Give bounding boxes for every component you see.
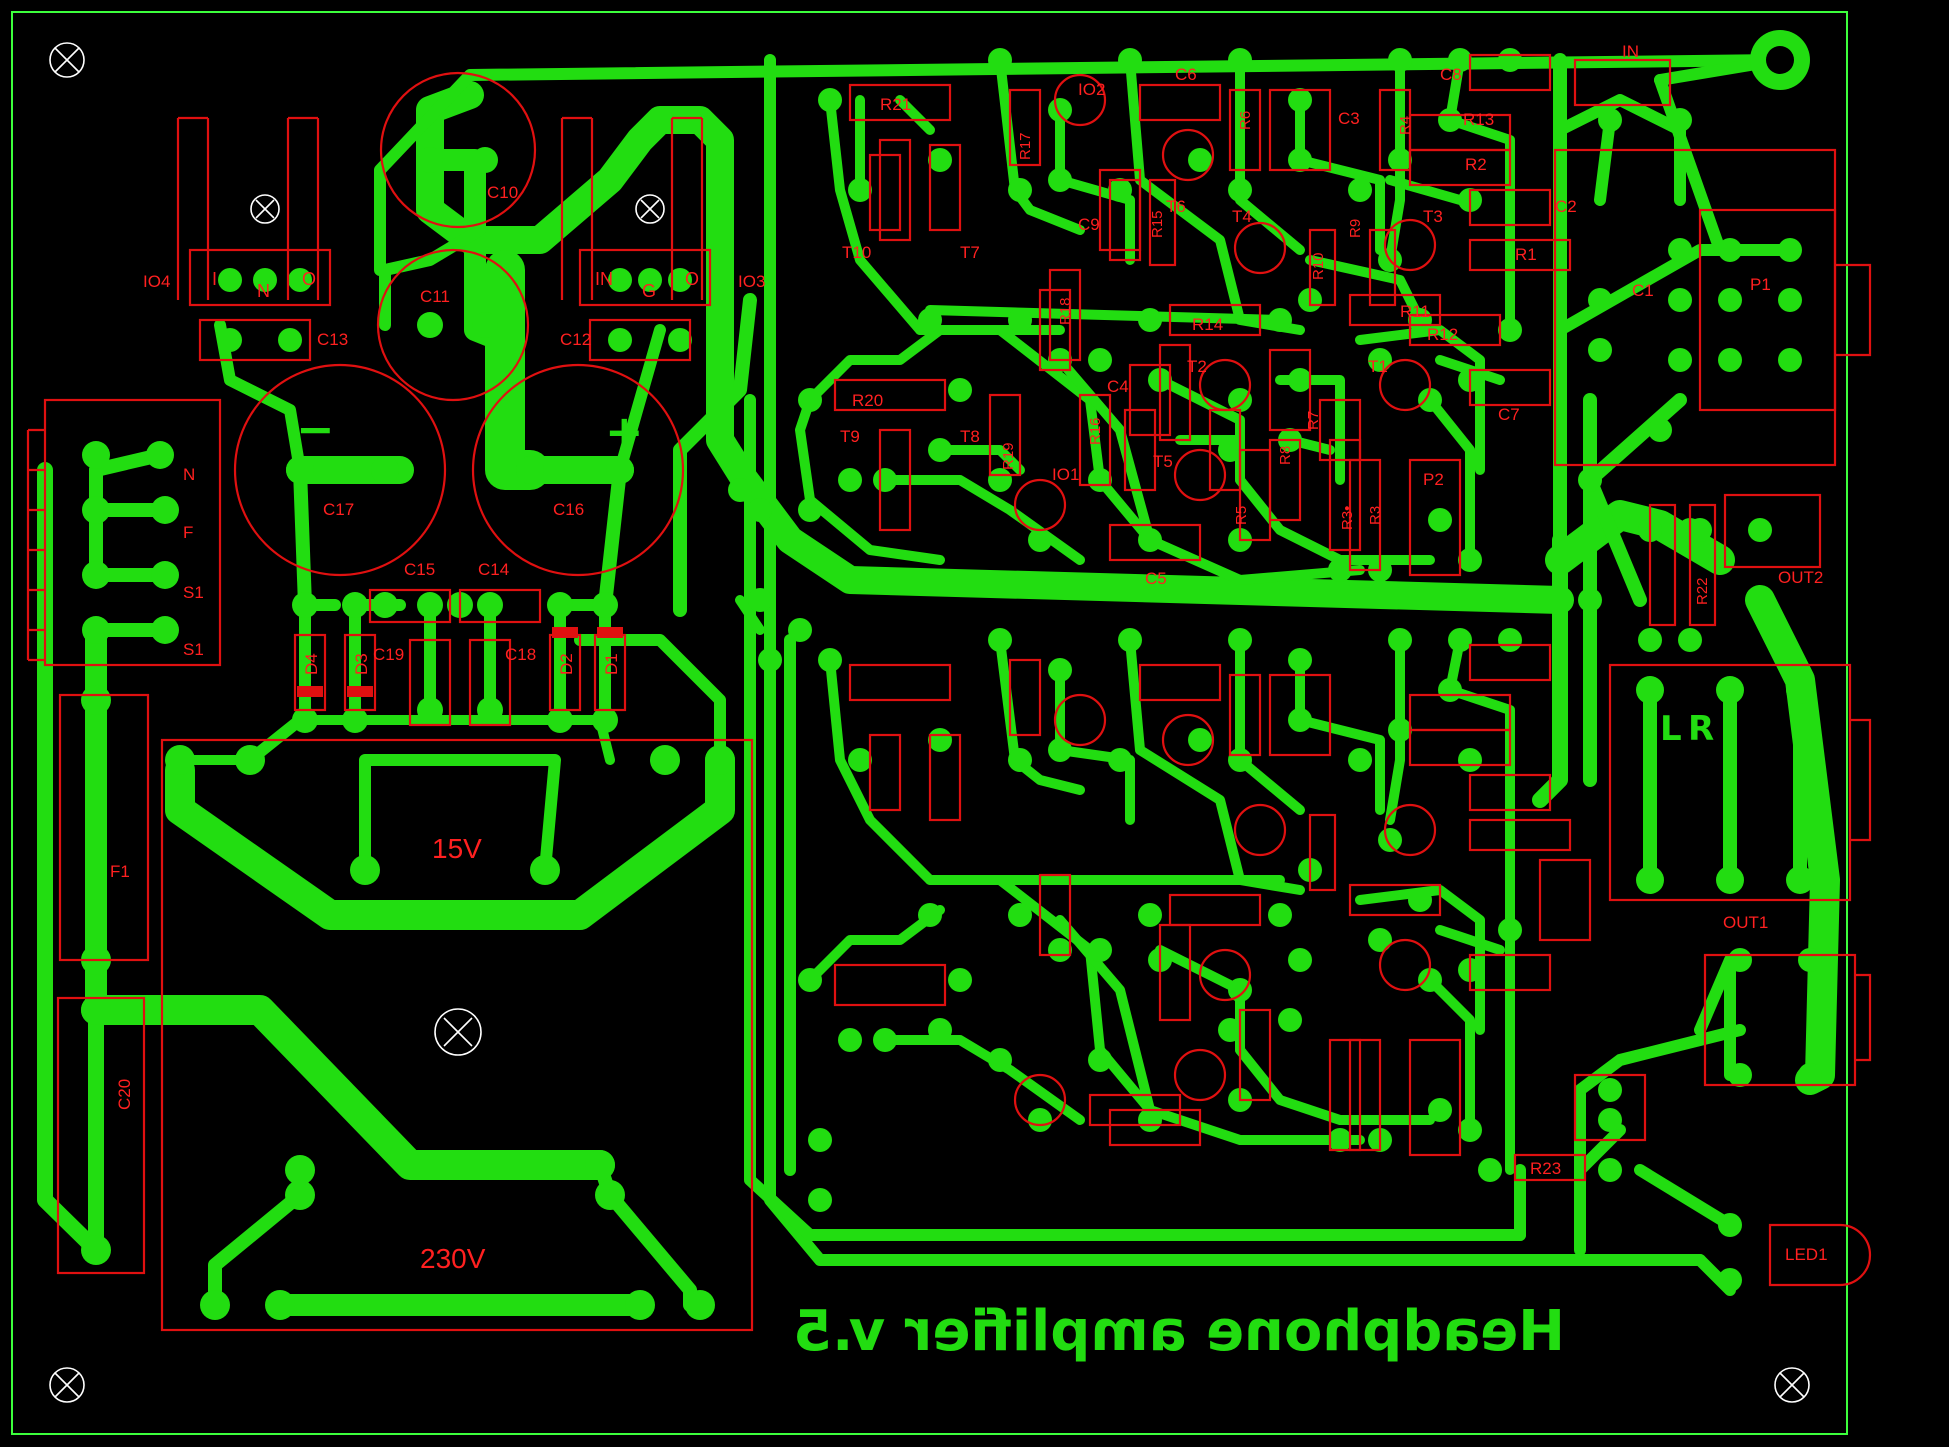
label-r8: R8 <box>1277 446 1294 465</box>
transformer-primary-label: 230V <box>420 1243 486 1274</box>
label-t1: T1 <box>1368 357 1388 376</box>
label-io1: IO1 <box>1052 465 1079 484</box>
p2-label: P2 <box>1423 470 1444 489</box>
mains-pin-s1b: S1 <box>183 640 204 659</box>
label-c9: C9 <box>1078 215 1100 234</box>
out-right-label: R <box>1688 709 1714 749</box>
label-r15: R15 <box>1149 210 1166 238</box>
label-r3b: R3• <box>1339 506 1356 530</box>
label-c4: C4 <box>1107 377 1129 396</box>
c16-label: C16 <box>553 500 584 519</box>
label-t5: T5 <box>1153 452 1173 471</box>
mains-pin-n: N <box>183 465 195 484</box>
io3-pin-g: G <box>642 281 656 301</box>
out1-label: OUT1 <box>1723 913 1768 932</box>
label-r3: R3 <box>1367 506 1384 525</box>
label-c8: C8 <box>1440 65 1462 84</box>
led-label: LED1 <box>1785 1245 1828 1264</box>
out2-label: OUT2 <box>1778 568 1823 587</box>
label-r9: R9 <box>1347 219 1364 238</box>
label-t8: T8 <box>960 427 980 446</box>
c10-label: C10 <box>487 183 518 202</box>
io4-pin-o: O <box>302 269 316 289</box>
d1-label: D1 <box>602 653 621 675</box>
d4-label: D4 <box>302 653 321 675</box>
c17-minus-sign: − <box>296 402 335 456</box>
label-t7: T7 <box>960 243 980 262</box>
label-r2: R2 <box>1465 155 1487 174</box>
label-r1: R1 <box>1515 245 1537 264</box>
diode-marks <box>297 627 623 697</box>
label-t6: T6 <box>1166 197 1186 216</box>
label-c5: C5 <box>1145 569 1167 588</box>
d2-label: D2 <box>557 653 576 675</box>
c11-label: C11 <box>420 287 450 306</box>
label-r7: R7 <box>1305 411 1322 430</box>
d3-label: D3 <box>352 653 371 675</box>
out-left-label: L <box>1660 709 1682 749</box>
c19-label: C19 <box>373 645 404 664</box>
transformer-secondary-label: 15V <box>432 833 482 864</box>
label-r14: R14 <box>1192 315 1223 334</box>
board-title: Headphone amplifier v.5 <box>793 1299 1565 1364</box>
c17-label: C17 <box>323 500 354 519</box>
label-c3: C3 <box>1338 109 1360 128</box>
in-label: IN <box>1622 42 1639 61</box>
label-r23: R23 <box>1530 1159 1561 1178</box>
label-t2: T2 <box>1187 357 1207 376</box>
io3-label: IO3 <box>738 272 765 291</box>
label-io2: IO2 <box>1078 80 1105 99</box>
label-r5: R5 <box>1233 506 1250 525</box>
power-traces <box>37 53 1840 1316</box>
c15-label: C15 <box>404 560 435 579</box>
io4-pin-n: N <box>257 281 270 301</box>
label-r21: R21 <box>880 95 911 114</box>
c18-label: C18 <box>505 645 536 664</box>
label-r10: R10 <box>1310 252 1327 280</box>
label-r4: R4 <box>1397 116 1414 135</box>
io3-pin-o: O <box>685 269 699 289</box>
p1-label: P1 <box>1750 275 1771 294</box>
label-r18: R18 <box>1057 297 1074 325</box>
io4-label: IO4 <box>143 272 170 291</box>
label-r12: R12 <box>1427 325 1458 344</box>
silkscreen-outlines <box>26 53 1872 1332</box>
board-edge <box>11 11 1848 1435</box>
c16-plus-sign: + <box>605 405 644 459</box>
label-c7: C7 <box>1498 405 1520 424</box>
label-r20: R20 <box>852 391 883 410</box>
label-t10: T10 <box>842 243 871 262</box>
io3-pin-in: IN <box>595 269 613 289</box>
label-c1: C1 <box>1632 281 1654 300</box>
c14-label: C14 <box>478 560 509 579</box>
label-t9: T9 <box>840 427 860 446</box>
label-r17: R17 <box>1017 132 1034 160</box>
mounting-holes <box>49 42 1810 1403</box>
label-c6: C6 <box>1175 65 1197 84</box>
label-r16: R16 <box>1087 417 1104 445</box>
c20-label: C20 <box>115 1079 134 1110</box>
label-r19: R19 <box>1000 442 1017 470</box>
label-r13: R13 <box>1463 110 1494 129</box>
mains-pin-f: F <box>183 523 193 542</box>
label-r6: R6 <box>1237 111 1254 130</box>
c12-label: C12 <box>560 330 591 349</box>
c13-label: C13 <box>317 330 348 349</box>
label-r22: R22 <box>1694 577 1711 605</box>
label-t3: T3 <box>1423 207 1443 226</box>
io4-pin-i: I <box>212 269 217 289</box>
fuse-label: F1 <box>110 862 130 881</box>
label-c2: C2 <box>1555 197 1577 216</box>
pad-holes <box>1766 46 1794 74</box>
pads <box>81 30 1822 1320</box>
label-t4: T4 <box>1232 207 1252 226</box>
label-r11: R11 <box>1400 302 1430 321</box>
mains-pin-s1a: S1 <box>183 583 204 602</box>
